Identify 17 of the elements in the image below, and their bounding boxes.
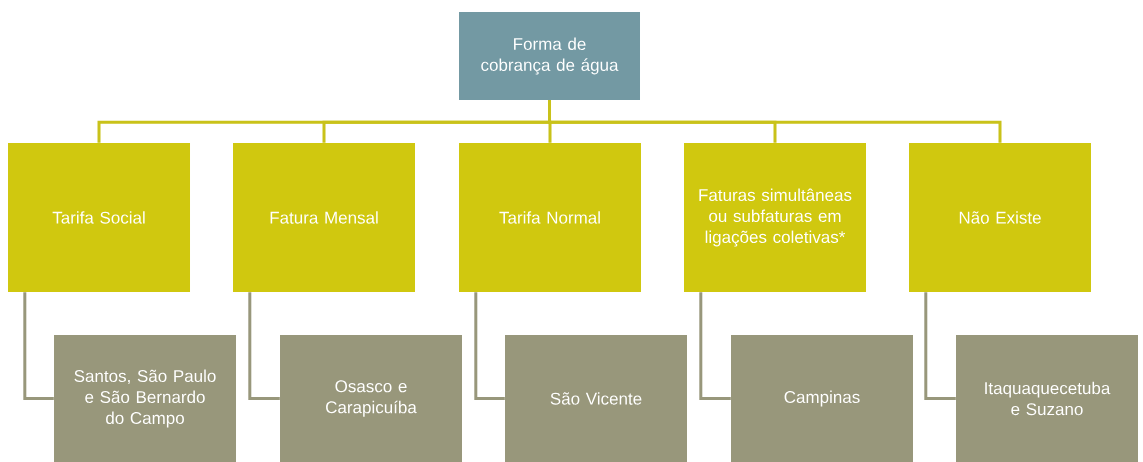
category-box: Tarifa Normal [459, 143, 641, 292]
city-box: Campinas [731, 335, 913, 462]
connector [548, 100, 1002, 143]
city-box: São Vicente [505, 335, 687, 462]
city-box: Osasco e Carapicuíba [280, 335, 462, 462]
connector [474, 292, 505, 400]
category-box: Faturas simultâneas ou subfaturas em ligações coletivas* [684, 143, 866, 292]
category-box: Fatura Mensal [233, 143, 415, 292]
category-box: Não Existe [909, 143, 1091, 292]
connector [924, 292, 956, 400]
city-box: Itaquaquecetuba e Suzano [956, 335, 1138, 462]
connector [248, 292, 280, 400]
category-box: Tarifa Social [8, 143, 190, 292]
connector [699, 292, 731, 400]
root-box: Forma de cobrança de água [459, 12, 640, 100]
city-box: Santos, São Paulo e São Bernardo do Campo [54, 335, 236, 462]
connector [23, 292, 54, 400]
